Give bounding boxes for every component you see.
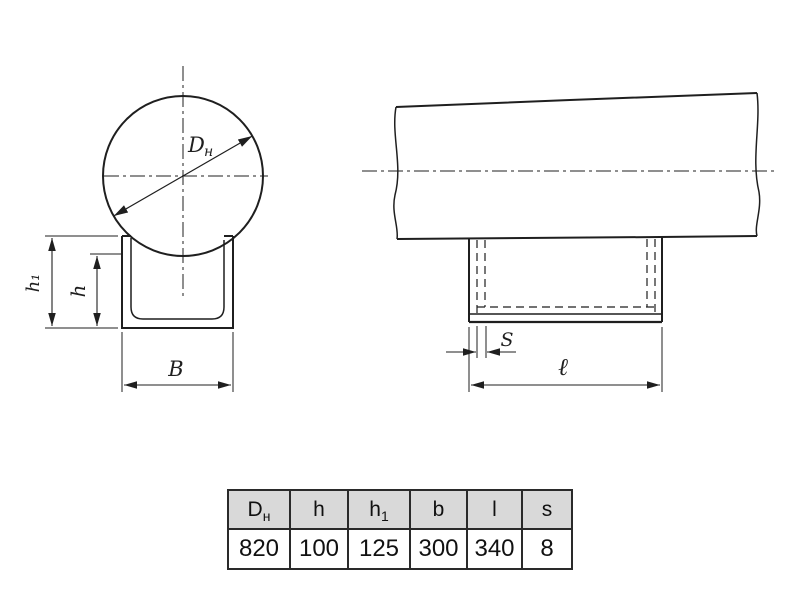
header-cell-l: l <box>466 489 523 530</box>
table-value-row: 820 100 125 300 340 8 <box>227 528 573 570</box>
dimension-s: S <box>446 326 516 358</box>
pipe-left-break-edge <box>393 106 399 240</box>
diameter-label-sub: н <box>204 144 213 160</box>
saddle-outer <box>121 236 234 329</box>
value-cell-b: 300 <box>409 528 468 570</box>
diameter-dimension-line <box>113 135 253 217</box>
dimension-h1: h₁ <box>23 235 118 329</box>
front-view: D н h₁ h B <box>23 66 268 392</box>
table-header-row: Dн h h1 b l s <box>227 489 573 530</box>
side-view: S ℓ <box>362 92 775 392</box>
dimension-table: Dн h h1 b l s 820 100 125 300 340 8 <box>227 489 573 570</box>
dimension-diameter: D н <box>113 133 253 217</box>
value-cell-s: 8 <box>521 528 573 570</box>
h1-label: h₁ <box>23 274 44 293</box>
value-cell-dn: 820 <box>227 528 291 570</box>
header-cell-h1: h1 <box>347 489 411 530</box>
header-cell-h: h <box>289 489 349 530</box>
b-label: B <box>167 357 183 381</box>
h-label: h <box>66 285 90 298</box>
value-cell-h1: 125 <box>347 528 411 570</box>
pipe-outline <box>102 95 264 257</box>
dimension-l: ℓ <box>468 327 663 392</box>
saddle-inner <box>130 238 225 320</box>
pipe-top-edge <box>395 92 758 108</box>
header-cell-dn: Dн <box>227 489 291 530</box>
header-cell-b: b <box>409 489 468 530</box>
diameter-label: D <box>187 133 205 157</box>
value-cell-l: 340 <box>466 528 523 570</box>
pipe-right-break-edge <box>755 92 761 237</box>
value-cell-h: 100 <box>289 528 349 570</box>
s-label: S <box>500 329 513 351</box>
l-label: ℓ <box>558 353 568 381</box>
dimension-h: h <box>66 253 121 326</box>
dimension-b: B <box>121 332 234 392</box>
header-cell-s: s <box>521 489 573 530</box>
pipe-bottom-edge <box>396 235 758 240</box>
